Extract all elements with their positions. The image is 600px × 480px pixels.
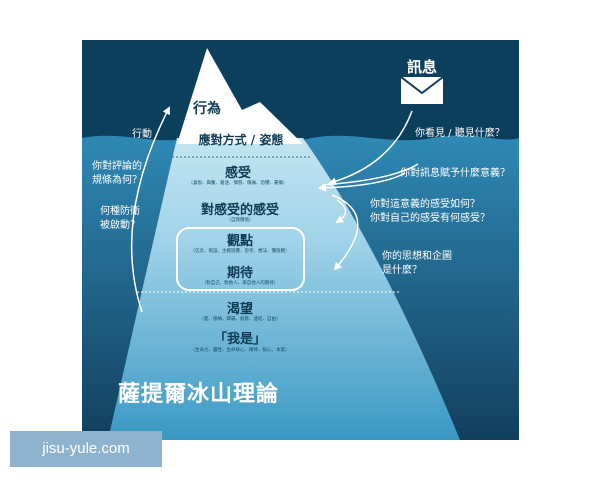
level-behavior: 行為 <box>193 101 221 117</box>
level-self-sub: （生命力、靈性、生命核心、精神、核心、本質） <box>190 348 290 353</box>
level-feelings-about-feelings-sub: （自我價值） <box>226 218 254 223</box>
level-perceptions: 觀點 <box>226 234 254 249</box>
note-rules: 你對評論的 規條為何？ <box>92 161 142 186</box>
level-self: 「我是」 <box>213 332 267 347</box>
note-feelings-question: 你對這意義的感受如何？ 你對自己的感受有何感受？ <box>370 199 490 224</box>
level-expectations-sub: （對自己、對他人、來自他人的期待） <box>201 281 279 286</box>
watermark: jisu-yule.com <box>10 431 162 467</box>
arrow-seen <box>321 163 419 186</box>
arrow-message-to-behavior <box>328 110 413 186</box>
envelope-icon <box>400 76 444 104</box>
level-coping: 應對方式 / 姿態 <box>198 133 284 147</box>
level-feelings-sub: （喜悅、興奮、著迷、憤怒、傷痛、恐懼、憂傷） <box>188 181 288 186</box>
note-meaning: 你對訊息賦予什麼意義？ <box>400 168 510 179</box>
highlight-box <box>176 227 305 291</box>
iceberg-diagram: 訊息 行為 應對方式 / 姿態 感受 （喜悅、興奮、著迷、憤怒、傷痛、恐懼、憂傷… <box>82 40 519 440</box>
level-feelings-about-feelings: 對感受的感受 <box>200 203 280 218</box>
note-seen-heard: 你看見 / 聽見什麼？ <box>415 128 505 139</box>
level-yearnings-sub: （愛、接納、歸屬、創意、連結、自由） <box>199 317 281 322</box>
arrow-action-up <box>130 106 170 313</box>
note-action: 行動 <box>132 129 152 140</box>
message-label: 訊息 <box>406 58 438 76</box>
arrow-meaning <box>318 172 406 192</box>
arrow-thoughts <box>331 194 359 271</box>
level-feelings: 感受 <box>224 166 252 181</box>
level-yearnings: 渴望 <box>226 302 254 317</box>
note-defense: 何種防衛 被啟動？ <box>100 206 140 231</box>
diagram-title: 薩提爾冰山理論 <box>118 382 280 407</box>
iceberg-tip <box>177 48 303 144</box>
note-thoughts: 你的思想和企圖 是什麼？ <box>382 251 452 276</box>
iceberg-scene <box>82 40 519 440</box>
level-expectations: 期待 <box>226 266 254 281</box>
level-perceptions-sub: （信念、假設、主觀說實、思考、想法、價值觀） <box>190 249 290 254</box>
arrow-feeling <box>335 199 347 224</box>
